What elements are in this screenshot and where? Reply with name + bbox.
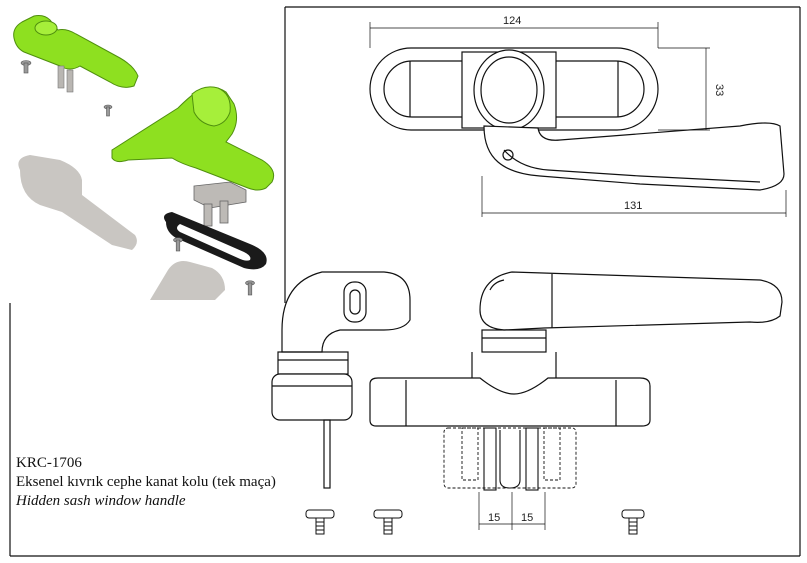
screw-3d-1 [20, 60, 32, 74]
small-handle-green [13, 15, 139, 88]
drawing-frame [9, 6, 801, 557]
screw-3d-2 [103, 104, 113, 117]
dim-length-131: 131 [624, 200, 642, 212]
handle-shadow-1 [18, 155, 137, 250]
large-handle-knob [191, 86, 231, 127]
dimension-lines-spindle [478, 492, 546, 530]
small-handle-boss [34, 20, 58, 36]
gasket-3d [164, 212, 267, 270]
product-name-en: Hidden sash window handle [16, 493, 186, 509]
top-view-drawing [369, 22, 787, 217]
product-name-tr: Eksenel kıvrık cephe kanat kolu (tek maç… [16, 474, 276, 490]
screw-side-3 [621, 509, 645, 535]
product-caption: KRC-1706 Eksenel kıvrık cephe kanat kolu… [16, 454, 276, 511]
hidden-bracket [443, 427, 577, 489]
small-handle-spindle-2 [66, 69, 74, 93]
screw-side-1 [305, 509, 335, 535]
hub-knob [473, 49, 545, 131]
screw-3d-4 [245, 280, 255, 296]
lever-top-view [483, 122, 785, 191]
handle-shadow-2 [150, 261, 225, 300]
front-hub-upper [481, 329, 547, 353]
model-code: KRC-1706 [16, 455, 82, 471]
screw-side-2 [373, 509, 403, 535]
front-base [369, 377, 651, 427]
front-spindles [483, 427, 539, 491]
front-view [369, 271, 783, 530]
spindle-left [323, 419, 331, 489]
screw-3d-3 [173, 237, 183, 252]
dim-height-33: 33 [713, 84, 725, 96]
dimension-lines-top [369, 22, 787, 217]
mounting-bracket-3d [193, 181, 247, 227]
dim-spindle-15-right: 15 [521, 512, 533, 524]
front-lever [479, 271, 783, 331]
rosette-base [271, 373, 353, 421]
exploded-3d-illustration [13, 15, 275, 300]
rosette-upper [277, 351, 349, 375]
handle-elbow [281, 271, 411, 353]
dim-spindle-15-left: 15 [488, 512, 500, 524]
dim-width-124: 124 [503, 15, 521, 27]
side-view-left [271, 271, 411, 489]
small-handle-spindle-1 [57, 65, 65, 89]
